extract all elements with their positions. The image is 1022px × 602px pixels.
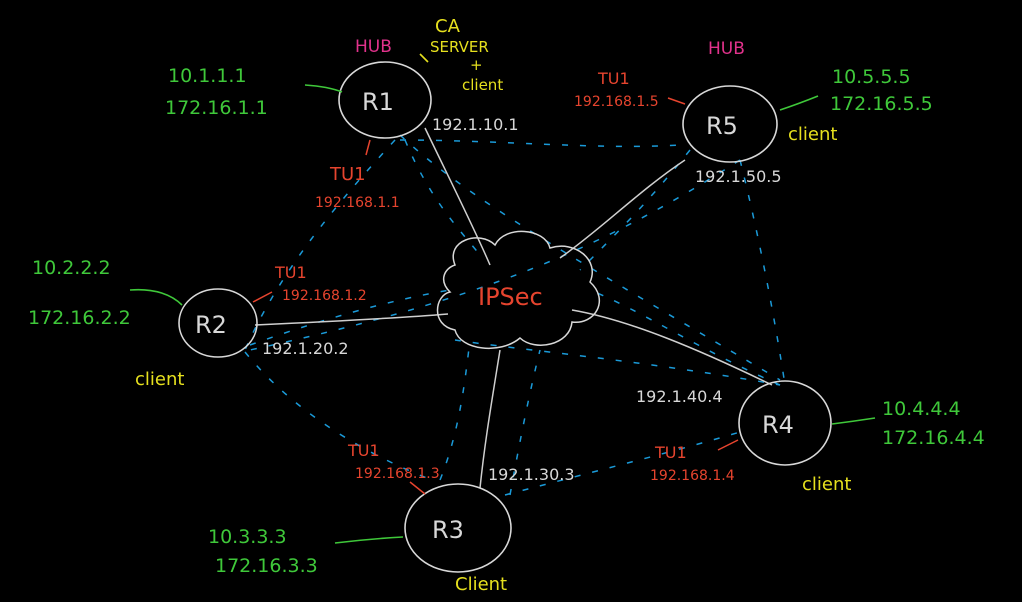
r1-tunnel-ip: 192.168.1.1 bbox=[315, 195, 400, 211]
tunnel-r5-r4 bbox=[739, 159, 786, 386]
r2-type: client bbox=[135, 369, 184, 390]
router-r4-circle[interactable] bbox=[738, 380, 832, 466]
router-r5[interactable]: R5 HUB TU1 192.168.1.5 10.5.5.5 172.16.5… bbox=[574, 39, 933, 186]
r3-tunnel-ip: 192.168.1.3 bbox=[355, 466, 440, 482]
router-r3-circle[interactable] bbox=[404, 483, 512, 573]
ipsec-cloud: IPSec bbox=[436, 230, 601, 350]
r5-lan2: 172.16.5.5 bbox=[830, 93, 933, 115]
r4-lan-link bbox=[831, 417, 876, 425]
r2-tunnel-ip: 192.168.1.2 bbox=[282, 288, 367, 304]
router-r5-circle[interactable] bbox=[682, 85, 778, 163]
link-r3-cloud bbox=[479, 349, 501, 489]
router-r2-circle[interactable] bbox=[178, 288, 258, 358]
r3-tunnel-pointer bbox=[409, 481, 426, 495]
r1-note-plus: + bbox=[470, 56, 483, 74]
r5-role: HUB bbox=[708, 39, 745, 59]
r5-tunnel-if: TU1 bbox=[597, 69, 630, 88]
link-r4-cloud bbox=[571, 309, 773, 386]
router-r1[interactable]: R1 HUB CA SERVER + client 10.1.1.1 172.1… bbox=[165, 16, 519, 211]
tunnel-r1-r5 bbox=[399, 139, 681, 148]
r1-note-server: SERVER bbox=[430, 38, 489, 56]
r1-tunnel-if: TU1 bbox=[329, 164, 366, 185]
r3-type: Client bbox=[455, 574, 507, 595]
r4-lan1: 10.4.4.4 bbox=[882, 398, 961, 420]
r2-wan-ip: 192.1.20.2 bbox=[262, 339, 349, 358]
tunnel-r3-r4 bbox=[504, 431, 741, 496]
link-r2-cloud bbox=[254, 313, 449, 326]
tunnel-r1-r2 bbox=[244, 139, 396, 351]
tunnel-r4-cloud bbox=[589, 289, 781, 386]
router-r1-circle[interactable] bbox=[338, 61, 432, 139]
link-r1-cloud bbox=[424, 127, 491, 266]
router-r3[interactable]: R3 TU1 192.168.1.3 192.1.30.3 10.3.3.3 1… bbox=[208, 441, 575, 595]
tunnel-r5-r2 bbox=[249, 159, 741, 351]
tunnel-r1-cloud bbox=[404, 139, 481, 256]
r1-note-client: client bbox=[462, 76, 503, 94]
r1-note-ca: CA bbox=[435, 16, 461, 37]
r4-wan-ip: 192.1.40.4 bbox=[636, 387, 723, 406]
r4-tunnel-pointer bbox=[717, 439, 739, 451]
r5-lan1: 10.5.5.5 bbox=[832, 66, 911, 88]
router-r4-label: R4 bbox=[762, 411, 794, 439]
tunnel-cloud-r4-low bbox=[454, 339, 781, 386]
router-r3-label: R3 bbox=[432, 516, 464, 544]
tunnel-r2-r3 bbox=[244, 351, 433, 481]
tunnel-r3-cloud bbox=[439, 339, 471, 481]
r1-wan-ip: 192.1.10.1 bbox=[432, 115, 519, 134]
r4-tunnel-if: TU1 bbox=[654, 443, 687, 462]
r3-tunnel-if: TU1 bbox=[347, 441, 380, 460]
link-r5-cloud bbox=[559, 159, 686, 259]
r4-lan2: 172.16.4.4 bbox=[882, 427, 985, 449]
dmvpn-tunnels bbox=[244, 134, 786, 496]
r4-type: client bbox=[802, 474, 851, 495]
r5-wan-ip: 192.1.50.5 bbox=[695, 167, 782, 186]
r3-lan2: 172.16.3.3 bbox=[215, 555, 318, 577]
r1-lan-link bbox=[304, 84, 343, 93]
router-r5-label: R5 bbox=[706, 112, 738, 140]
router-r2[interactable]: R2 10.2.2.2 172.16.2.2 TU1 192.168.1.2 1… bbox=[28, 257, 367, 390]
r2-lan1: 10.2.2.2 bbox=[32, 257, 111, 279]
r3-lan1: 10.3.3.3 bbox=[208, 526, 287, 548]
r1-tunnel-pointer bbox=[365, 139, 371, 156]
router-r1-label: R1 bbox=[362, 88, 394, 116]
r2-lan-link bbox=[129, 288, 183, 306]
r2-tunnel-pointer bbox=[252, 291, 273, 303]
cloud-label: IPSec bbox=[478, 283, 543, 311]
r1-note-pointer bbox=[419, 53, 429, 63]
r3-lan-link bbox=[334, 536, 404, 544]
router-r2-label: R2 bbox=[195, 311, 227, 339]
r2-lan2: 172.16.2.2 bbox=[28, 307, 131, 329]
r5-type: client bbox=[788, 124, 837, 145]
r5-tunnel-pointer bbox=[667, 97, 686, 105]
r1-lan2: 172.16.1.1 bbox=[165, 97, 268, 119]
r5-lan-link bbox=[779, 95, 819, 111]
tunnel-r2-cloud bbox=[249, 289, 451, 346]
tunnel-r3-cloud-2 bbox=[509, 349, 541, 496]
r1-lan1: 10.1.1.1 bbox=[168, 65, 247, 87]
r1-role: HUB bbox=[355, 37, 392, 57]
r4-tunnel-ip: 192.168.1.4 bbox=[650, 468, 735, 484]
cloud-shape bbox=[436, 230, 601, 350]
r5-tunnel-ip: 192.168.1.5 bbox=[574, 94, 659, 110]
r3-wan-ip: 192.1.30.3 bbox=[488, 465, 575, 484]
r2-tunnel-if: TU1 bbox=[274, 263, 307, 282]
router-r4[interactable]: R4 192.1.40.4 10.4.4.4 172.16.4.4 TU1 19… bbox=[636, 380, 985, 495]
